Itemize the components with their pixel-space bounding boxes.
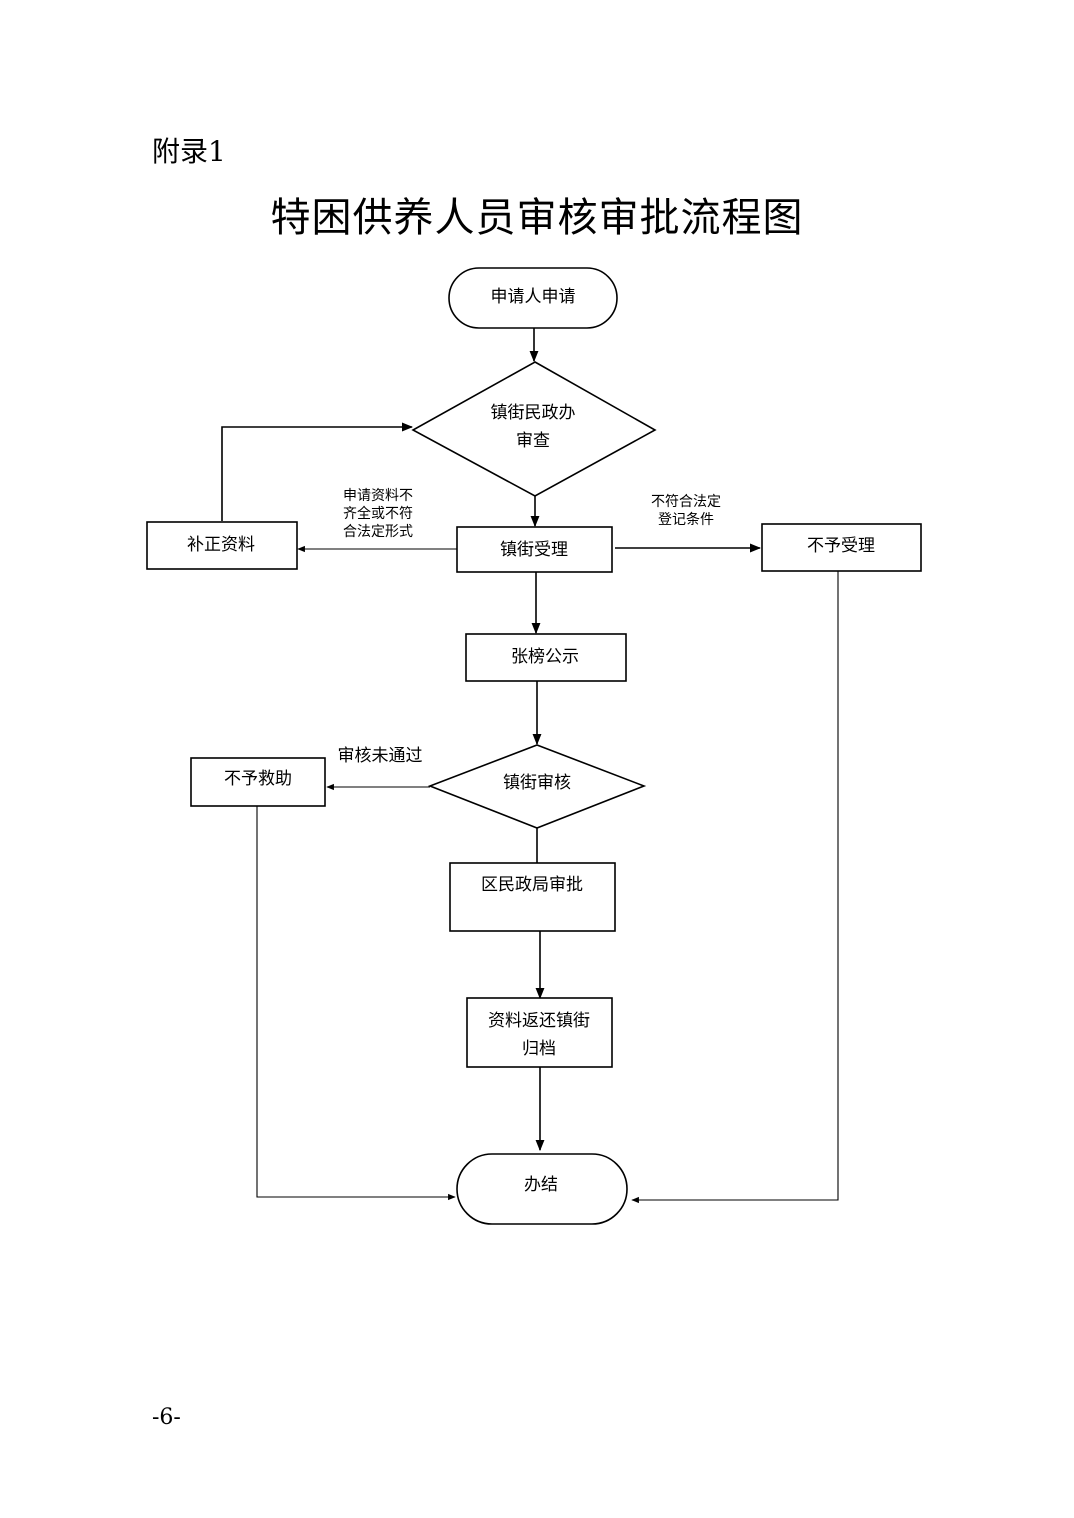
edge-label-incomplete: 申请资料不 齐全或不符 合法定形式 bbox=[343, 488, 413, 540]
node-apply-label: 申请人申请 bbox=[491, 287, 576, 307]
edge-supplement-to-review bbox=[221, 422, 414, 521]
node-town-review-label-1: 镇街民政办 bbox=[491, 403, 576, 423]
edge-label-incomplete-line-2: 齐全或不符 bbox=[343, 505, 413, 522]
node-town-review: 镇街民政办 审查 bbox=[411, 361, 657, 497]
edge-label-incomplete-line-3: 合法定形式 bbox=[343, 524, 413, 540]
node-no-relief: 不予救助 bbox=[190, 757, 326, 807]
appendix-label: 附录1 bbox=[152, 135, 226, 168]
node-supplement-label: 补正资料 bbox=[187, 535, 255, 555]
node-return-archive-label-2: 归档 bbox=[522, 1039, 556, 1059]
node-return-archive: 资料返还镇街 归档 bbox=[466, 997, 613, 1068]
node-publicize: 张榜公示 bbox=[465, 633, 627, 682]
node-town-audit-label: 镇街审核 bbox=[503, 773, 571, 793]
edge-label-not-qualified: 不符合法定 登记条件 bbox=[651, 494, 721, 528]
edge-label-not-qualified-line-1: 不符合法定 bbox=[651, 494, 721, 510]
node-district-approve-label: 区民政局审批 bbox=[481, 875, 583, 895]
node-finish: 办结 bbox=[456, 1153, 628, 1225]
page-number: -6- bbox=[152, 1405, 181, 1430]
edge-norelief-to-finish bbox=[256, 806, 456, 1201]
node-town-accept: 镇街受理 bbox=[456, 526, 613, 573]
node-finish-label: 办结 bbox=[524, 1175, 558, 1195]
edge-label-audit-failed-text: 审核未通过 bbox=[338, 746, 423, 766]
node-reject-accept: 不予受理 bbox=[761, 523, 922, 572]
node-town-accept-label: 镇街受理 bbox=[500, 540, 568, 560]
node-return-archive-label-1: 资料返还镇街 bbox=[488, 1011, 590, 1031]
node-publicize-label: 张榜公示 bbox=[511, 647, 579, 667]
node-town-review-label-2: 审查 bbox=[516, 431, 550, 451]
edge-label-audit-failed: 审核未通过 bbox=[338, 746, 423, 766]
page-title-text: 特困供养人员审核审批流程图 bbox=[270, 195, 804, 241]
page-title: 特困供养人员审核审批流程图 bbox=[0, 185, 1074, 243]
edge-reject-to-finish bbox=[631, 571, 839, 1204]
node-town-audit: 镇街审核 bbox=[427, 744, 647, 829]
node-reject-accept-label: 不予受理 bbox=[807, 536, 875, 556]
edge-label-incomplete-line-1: 申请资料不 bbox=[343, 488, 413, 504]
node-supplement: 补正资料 bbox=[146, 521, 298, 570]
node-no-relief-label: 不予救助 bbox=[224, 769, 292, 789]
edge-label-not-qualified-line-2: 登记条件 bbox=[658, 511, 714, 528]
node-apply: 申请人申请 bbox=[448, 267, 618, 329]
edges bbox=[221, 328, 839, 1204]
node-district-approve: 区民政局审批 bbox=[449, 862, 616, 932]
